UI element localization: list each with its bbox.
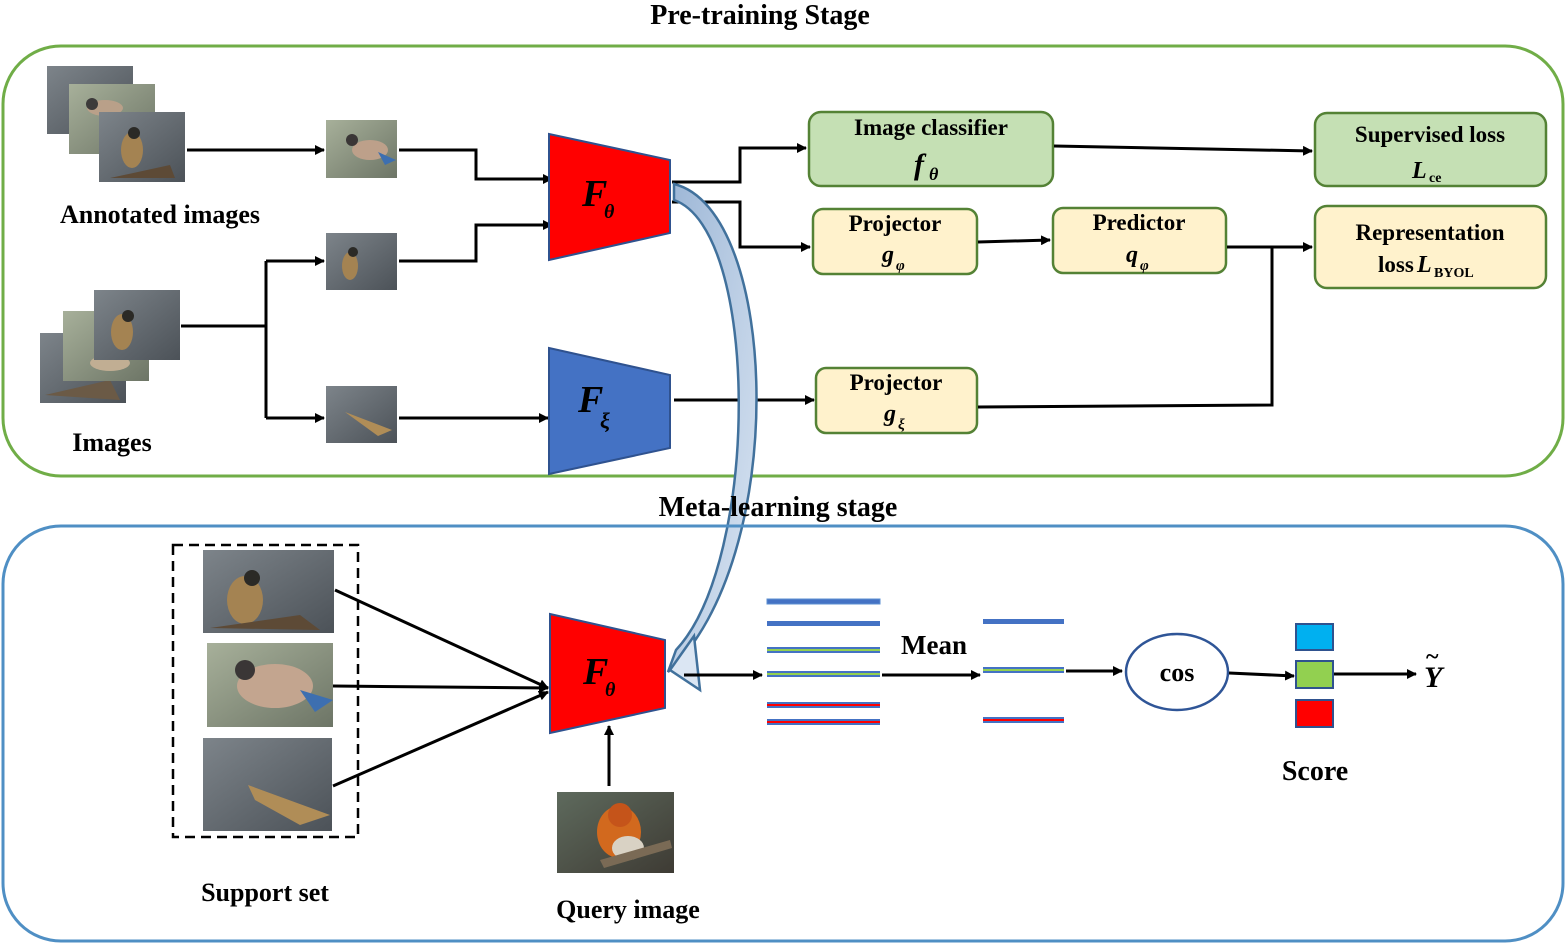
svg-text:q: q	[1126, 242, 1138, 268]
svg-text:φ: φ	[896, 258, 905, 274]
svg-text:L: L	[1416, 252, 1432, 278]
svg-text:Supervised loss: Supervised loss	[1355, 122, 1505, 147]
svg-text:loss: loss	[1378, 252, 1414, 277]
prototype-vectors	[983, 619, 1064, 723]
bird-photo-icon	[99, 112, 185, 182]
representation-loss-box: Representation loss L BYOL	[1313, 204, 1548, 290]
cos-node: cos	[1124, 632, 1230, 712]
robin-photo-icon	[557, 792, 674, 873]
encoder-f-theta-meta: F θ	[549, 612, 666, 735]
bird-photo-icon	[326, 120, 397, 178]
svg-text:g: g	[881, 242, 894, 268]
svg-text:F: F	[577, 379, 603, 421]
svg-text:F: F	[582, 651, 608, 693]
annotated-images-label: Annotated images	[60, 200, 260, 229]
bird-photo-icon	[203, 550, 334, 633]
bird-photo-icon	[326, 386, 397, 443]
feature-vector-icon	[983, 619, 1064, 624]
bird-photo-icon	[94, 290, 180, 360]
images-stack	[40, 290, 180, 403]
annotated-images-stack	[47, 66, 185, 182]
score-square-icon	[1295, 623, 1334, 651]
svg-text:θ: θ	[929, 164, 939, 184]
supervised-loss-box: Supervised loss L ce	[1313, 111, 1548, 188]
image-classifier-box: Image classifier f θ	[807, 110, 1055, 188]
query-image-label: Query image	[556, 895, 700, 924]
projector-bottom-box: Projector g ξ	[814, 366, 979, 435]
svg-text:ξ: ξ	[600, 408, 610, 433]
support-set-frame	[171, 543, 360, 839]
mean-label: Mean	[901, 630, 967, 660]
svg-text:ξ: ξ	[898, 417, 905, 433]
svg-text:Predictor: Predictor	[1093, 210, 1186, 235]
svg-text:φ: φ	[1140, 258, 1149, 274]
svg-text:Y: Y	[1424, 661, 1445, 694]
svg-text:f: f	[914, 148, 927, 181]
svg-text:cos: cos	[1160, 658, 1195, 687]
images-label: Images	[72, 428, 151, 457]
encoder-f-theta-top: F θ	[548, 132, 671, 262]
score-label: Score	[1282, 756, 1348, 787]
feature-vector-icon	[767, 621, 880, 626]
svg-text:Projector: Projector	[849, 211, 942, 236]
svg-text:BYOL: BYOL	[1434, 266, 1474, 281]
pretrain-panel	[1, 44, 1565, 478]
svg-text:g: g	[883, 401, 896, 427]
output-label: Y ~	[1424, 644, 1445, 694]
encoder-f-xi: F ξ	[548, 346, 671, 476]
svg-text:F: F	[581, 173, 607, 215]
feature-vector-icon	[983, 667, 1064, 673]
predictor-box: Predictor q φ	[1051, 206, 1228, 275]
score-bar	[1295, 623, 1334, 728]
meta-panel	[1, 524, 1565, 943]
svg-text:ce: ce	[1429, 171, 1441, 186]
projector-top-box: Projector g φ	[811, 207, 979, 276]
meta-title: Meta-learning stage	[659, 492, 898, 523]
svg-text:θ: θ	[605, 679, 616, 701]
svg-text:Representation: Representation	[1355, 220, 1504, 245]
bird-photo-icon	[207, 643, 333, 727]
svg-text:L: L	[1411, 158, 1427, 184]
feature-vector-icon	[767, 719, 880, 725]
svg-text:Image classifier: Image classifier	[854, 115, 1008, 140]
bird-photo-icon	[203, 738, 332, 831]
support-feature-vectors	[766, 598, 881, 725]
pretrain-title: Pre-training Stage	[650, 0, 870, 31]
feature-vector-icon	[766, 598, 881, 605]
weight-transfer-arrow	[666, 182, 758, 673]
feature-vector-icon	[767, 671, 880, 677]
bird-photo-icon	[326, 233, 397, 290]
feature-vector-icon	[983, 717, 1064, 723]
svg-text:Projector: Projector	[850, 370, 943, 395]
svg-text:~: ~	[1426, 644, 1439, 670]
feature-vector-icon	[767, 702, 880, 708]
score-square-icon	[1295, 660, 1334, 689]
feature-vector-icon	[767, 647, 880, 653]
score-square-icon	[1295, 699, 1334, 728]
svg-text:θ: θ	[604, 201, 615, 223]
support-set-label: Support set	[201, 878, 329, 907]
